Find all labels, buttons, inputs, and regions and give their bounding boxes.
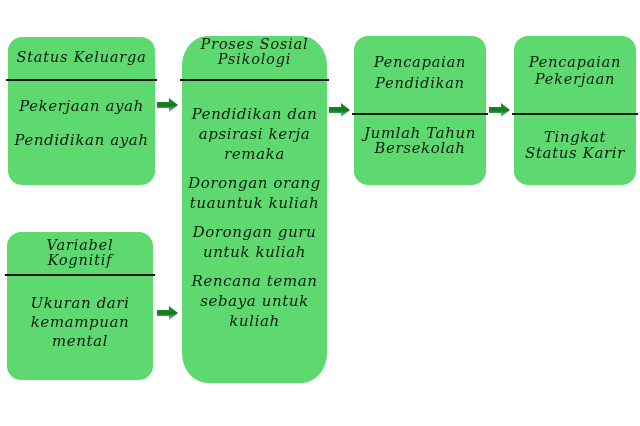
item-text: kemampuan xyxy=(30,313,130,331)
item-text: mental xyxy=(51,332,109,350)
item-text: Bersekolah xyxy=(374,139,466,157)
item-text: Pekerjaan ayah xyxy=(19,97,144,115)
box-title-text: Psikologi xyxy=(217,52,292,68)
box-title-text: Proses Sosial xyxy=(200,37,309,53)
right-arrow-icon xyxy=(157,305,179,321)
box-title: Pencapaian Pekerjaan xyxy=(514,36,636,112)
item-text: apsirasi kerja xyxy=(198,125,311,143)
divider-line xyxy=(512,113,638,115)
item-text: Dorongan orang xyxy=(188,174,321,192)
list-item: Rencana teman sebaya untuk kuliah xyxy=(182,271,327,331)
box-title: Pencapaian Pendidikan xyxy=(354,36,486,112)
item-text: Tingkat xyxy=(543,128,607,146)
right-arrow-icon xyxy=(329,102,351,118)
box-body: Tingkat Status Karir xyxy=(514,129,636,161)
item-text: Rencana teman xyxy=(191,272,318,290)
item-text: tuauntuk kuliah xyxy=(189,194,320,212)
item-text: Dorongan guru xyxy=(192,223,317,241)
list-item: Tingkat Status Karir xyxy=(514,129,636,161)
divider-line xyxy=(6,79,157,81)
right-arrow-icon xyxy=(157,97,179,113)
item-text: Pendidikan dan xyxy=(191,105,318,123)
box-title-text: Pekerjaan xyxy=(534,72,616,88)
item-text: remaka xyxy=(224,145,285,163)
item-text: sebaya untuk xyxy=(200,292,309,310)
right-arrow-icon xyxy=(489,102,511,118)
divider-line xyxy=(5,274,155,276)
item-text: Pendidikan ayah xyxy=(14,131,149,149)
box-pencapaian-pendidikan: Pencapaian Pendidikan Jumlah Tahun Berse… xyxy=(352,36,488,185)
box-title: Status Keluarga xyxy=(8,37,155,79)
list-item: Pendidikan dan apsirasi kerja remaka xyxy=(182,104,327,164)
divider-line xyxy=(180,79,329,81)
box-variabel-kognitif: Variabel Kognitif Ukuran dari kemampuan … xyxy=(5,232,155,380)
list-item: Pekerjaan ayah xyxy=(8,97,155,115)
item-text: Ukuran dari xyxy=(30,294,130,312)
box-title: Variabel Kognitif xyxy=(7,232,153,273)
item-text: Status Karir xyxy=(525,144,625,162)
box-title: Proses Sosial Psikologi xyxy=(182,36,327,78)
list-item: Ukuran dari kemampuan mental xyxy=(7,294,153,351)
box-body: Ukuran dari kemampuan mental xyxy=(7,294,153,351)
box-body: Pendidikan dan apsirasi kerja remaka Dor… xyxy=(182,104,327,340)
divider-line xyxy=(352,113,488,115)
box-title-text: Variabel xyxy=(46,238,114,254)
box-title-text: Pencapaian xyxy=(373,55,467,71)
box-proses-sosial-psikologi: Proses Sosial Psikologi Pendidikan dan a… xyxy=(180,36,329,383)
item-text: Jumlah Tahun xyxy=(363,124,477,142)
list-item: Dorongan guru untuk kuliah xyxy=(182,222,327,262)
box-status-keluarga: Status Keluarga Pekerjaan ayah Pendidika… xyxy=(6,37,157,185)
box-title-text: Kognitif xyxy=(47,253,113,269)
item-text: kuliah xyxy=(229,312,280,330)
box-body: Jumlah Tahun Bersekolah xyxy=(354,126,486,156)
list-item: Dorongan orang tuauntuk kuliah xyxy=(182,173,327,213)
box-title-text: Pendidikan xyxy=(375,76,465,92)
list-item: Jumlah Tahun Bersekolah xyxy=(354,126,486,156)
box-pencapaian-pekerjaan: Pencapaian Pekerjaan Tingkat Status Kari… xyxy=(512,36,638,185)
list-item: Pendidikan ayah xyxy=(8,131,155,149)
box-title-text: Status Keluarga xyxy=(16,49,147,66)
box-body: Pekerjaan ayah Pendidikan ayah xyxy=(8,97,155,165)
item-text: untuk kuliah xyxy=(202,243,306,261)
box-title-text: Pencapaian xyxy=(528,55,622,71)
